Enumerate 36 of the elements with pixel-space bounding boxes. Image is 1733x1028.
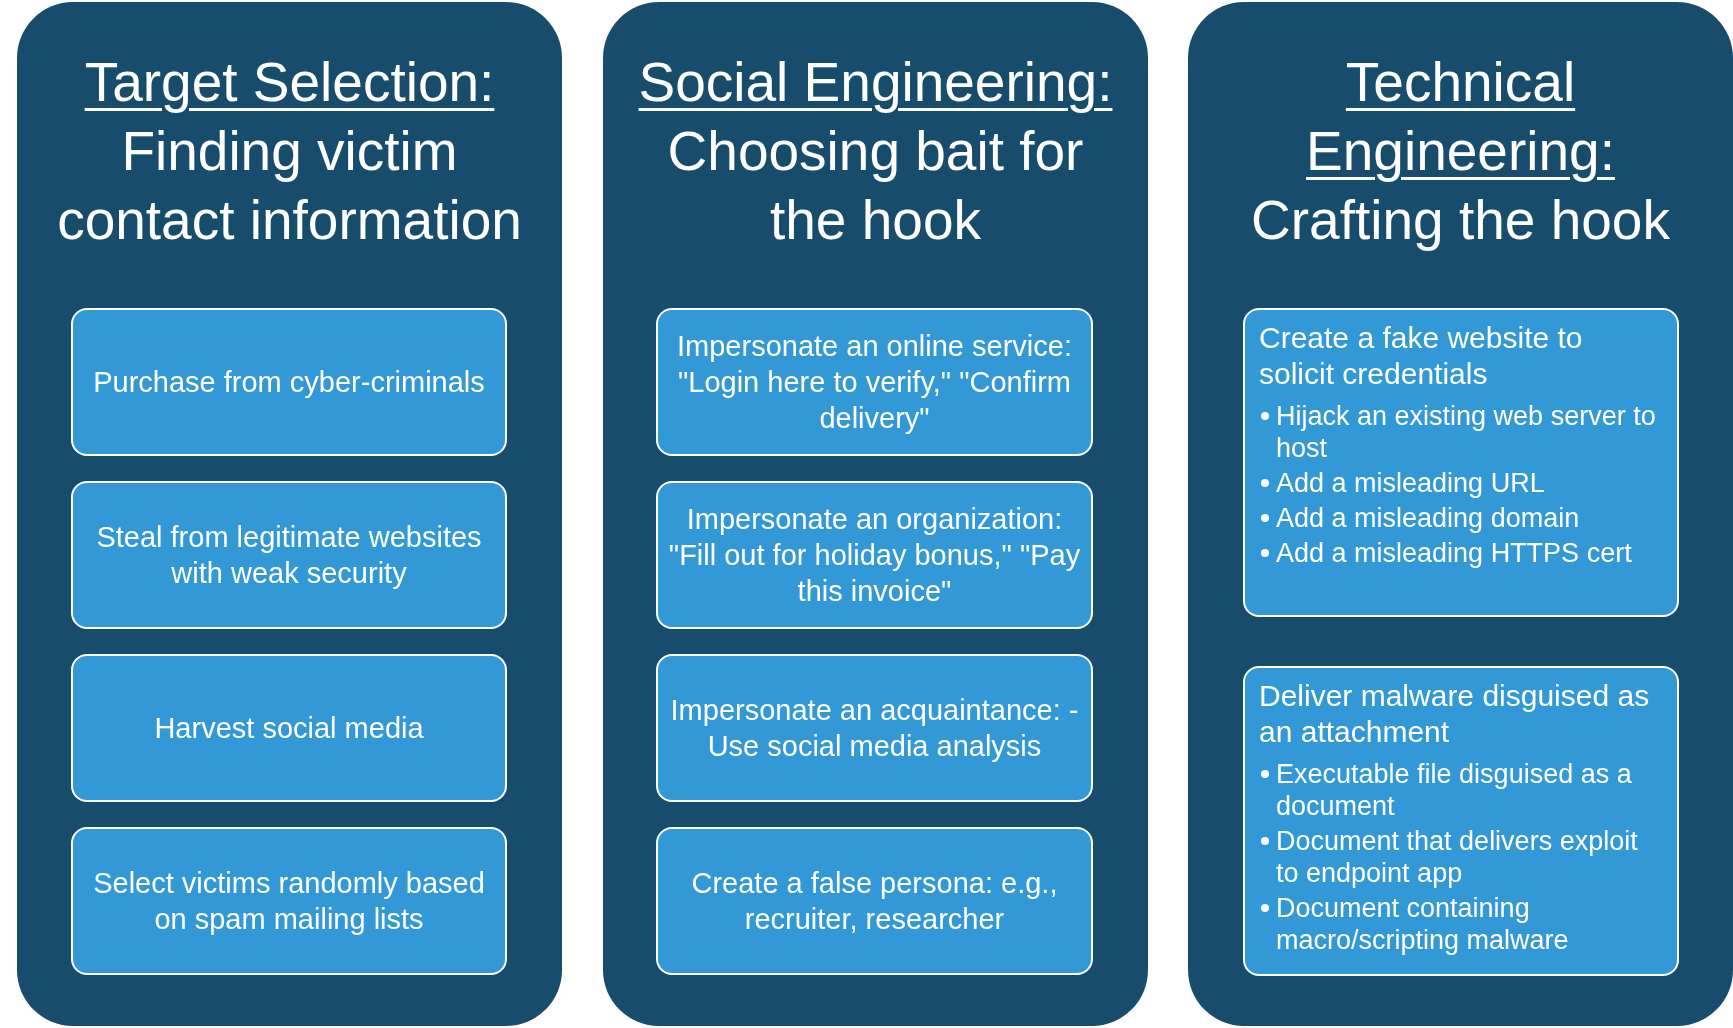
card-text: Impersonate an acquaintance: - Use social media analysis — [669, 693, 1080, 764]
item-card — [71, 481, 507, 629]
list-card — [1243, 666, 1679, 976]
list-card — [1243, 308, 1679, 617]
bullet-text: Add a misleading HTTPS cert — [1276, 537, 1632, 569]
card-text: Harvest social media — [154, 711, 424, 746]
card-heading: Create a fake website to solicit credentials — [1259, 320, 1584, 392]
column-heading: Social Engineering: — [638, 50, 1113, 115]
card-text: Steal from legitimate websites with weak security — [95, 520, 483, 591]
column-subheading: Choosing bait for the hook — [666, 119, 1085, 253]
card-text: Create a false persona: e.g., recruiter, researcher — [690, 866, 1059, 937]
column-heading: Target Selection: — [84, 50, 495, 115]
column-panel — [1188, 2, 1733, 1026]
card-text: Purchase from cyber-criminals — [93, 365, 485, 400]
bullet-text: Hijack an existing web server to host — [1276, 400, 1657, 464]
item-card — [656, 481, 1093, 629]
column-heading: Technical Engineering: — [1305, 50, 1616, 184]
card-text: Impersonate an organization: "Fill out for holiday bonus," "Pay this invoice" — [668, 502, 1081, 609]
column-subheading: Crafting the hook — [1251, 188, 1670, 253]
card-text: Select victims randomly based on spam mailing lists — [92, 866, 486, 937]
item-card — [656, 308, 1093, 456]
card-heading: Deliver malware disguised as an attachment — [1259, 678, 1651, 750]
card-text: Impersonate an online service: "Login here to verify," "Confirm delivery" — [676, 329, 1073, 436]
column-panel — [17, 2, 562, 1026]
item-card — [656, 654, 1093, 802]
item-card — [71, 654, 507, 802]
item-card — [71, 827, 507, 975]
bullet-text: Document that delivers exploit to endpoint app — [1276, 825, 1639, 889]
item-card — [656, 827, 1093, 975]
bullet-text: Document containing macro/scripting malware — [1276, 892, 1570, 956]
column-panel — [603, 2, 1148, 1026]
column-subheading: Finding victim contact information — [56, 119, 523, 253]
bullet-text: Executable file disguised as a document — [1276, 758, 1633, 822]
bullet-text: Add a misleading domain — [1276, 502, 1580, 534]
item-card — [71, 308, 507, 456]
bullet-text: Add a misleading URL — [1276, 467, 1545, 499]
